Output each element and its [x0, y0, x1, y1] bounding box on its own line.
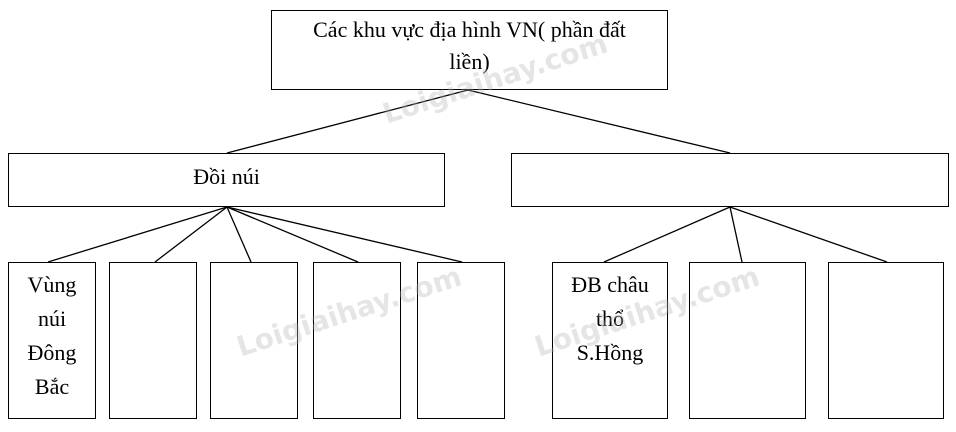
- root-node-label: Các khu vực địa hình VN( phần đất liền): [313, 17, 626, 74]
- link-left-3: [226, 206, 252, 263]
- link-left-5: [226, 206, 463, 263]
- leaf-left-3: [210, 262, 298, 419]
- link-right-3: [729, 206, 888, 263]
- leaf-left-5: [417, 262, 505, 419]
- link-right-2: [729, 206, 743, 263]
- leaf-right-3: [828, 262, 944, 419]
- leaf-left-4: [313, 262, 401, 419]
- link-root-left: [226, 89, 469, 154]
- leaf-right-2: [689, 262, 806, 419]
- leaf-left-1: Vùng núi Đông Bắc: [8, 262, 96, 419]
- link-left-2: [154, 206, 228, 263]
- leaf-left-1-label: Vùng núi Đông Bắc: [27, 272, 77, 399]
- node-hills-mountains: Đồi núi: [8, 153, 445, 207]
- link-left-4: [226, 206, 359, 263]
- link-left-1: [47, 206, 228, 263]
- node-plains-empty: [511, 153, 949, 207]
- node-hills-mountains-label: Đồi núi: [193, 164, 260, 189]
- link-root-right: [467, 89, 731, 154]
- leaf-left-2: [109, 262, 197, 419]
- root-node: Các khu vực địa hình VN( phần đất liền): [271, 10, 668, 90]
- link-right-1: [603, 206, 731, 263]
- leaf-right-1-label: ĐB châu thổ S.Hồng: [571, 272, 649, 365]
- leaf-right-1: ĐB châu thổ S.Hồng: [552, 262, 668, 419]
